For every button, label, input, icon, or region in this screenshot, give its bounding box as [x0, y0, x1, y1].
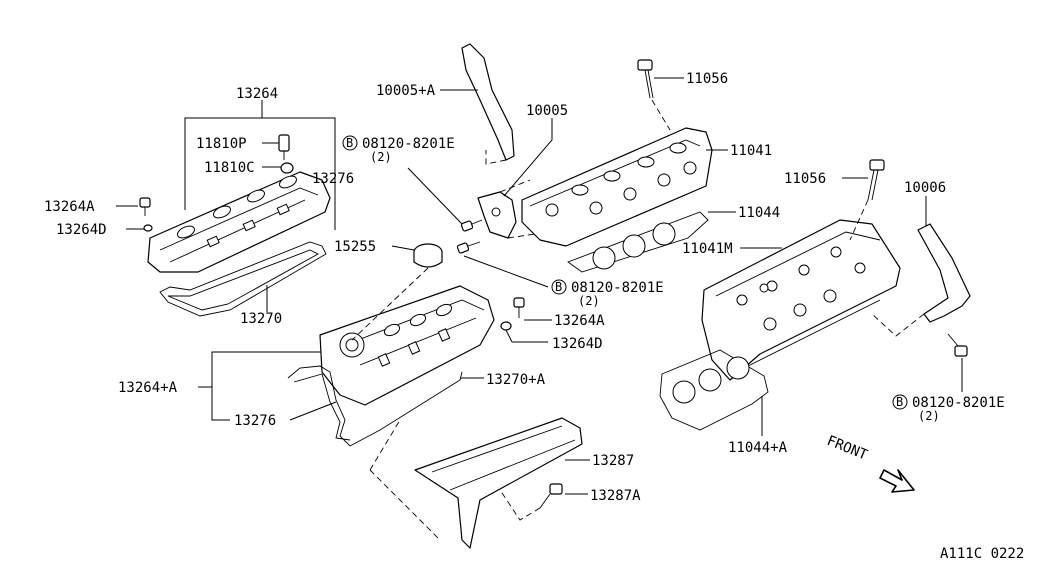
leader-08120-1: [407, 167, 463, 225]
label-13270a: 13270+A: [486, 372, 546, 388]
label-13264a-left: 13264A: [44, 199, 95, 215]
front-arrow-icon: [879, 469, 915, 493]
gasket-13270: [159, 241, 327, 317]
label-13270: 13270: [240, 311, 282, 327]
circled-b-icon: [551, 279, 567, 295]
label-13276-top: 13276: [312, 171, 354, 187]
dash-15255: [351, 267, 429, 341]
circled-b-icon: [342, 135, 358, 151]
cover-plate-13287: [414, 417, 583, 549]
leader-08120-2: [463, 255, 549, 288]
head-gasket-11044: [567, 211, 709, 273]
dash-13287a: [499, 489, 541, 521]
label-11056-top: 11056: [686, 71, 728, 87]
label-08120-3: 08120-8201E: [912, 395, 1005, 411]
label-15255: 15255: [334, 239, 376, 255]
bracket-13264: [184, 117, 336, 230]
dash-11056-right: [849, 199, 869, 241]
dash-10006: [871, 313, 925, 337]
head-bolt-11056-top: [637, 59, 654, 99]
dash-13287: [369, 419, 441, 541]
label-13264a-mid: 13264A: [554, 313, 605, 329]
label-11041m: 11041M: [682, 241, 733, 257]
label-13287a: 13287A: [590, 488, 641, 504]
cylinder-head-11041: [521, 127, 713, 247]
rocker-cover-left: [147, 171, 331, 273]
label-10006: 10006: [904, 180, 946, 196]
bolt-13264a-mid: [513, 297, 525, 318]
label-11810c: 11810C: [204, 160, 255, 176]
label-13276-bot: 13276: [234, 413, 276, 429]
diagram-code: A111C 0222: [940, 546, 1024, 562]
label-front: FRONT: [825, 433, 871, 464]
label-10005: 10005: [526, 103, 568, 119]
dash-11056-top: [651, 99, 671, 131]
bolt-marker-2: B: [555, 280, 562, 294]
cylinder-head-11041m: [701, 219, 901, 381]
bolt-08120-a: [456, 219, 483, 254]
label-11056-right: 11056: [784, 171, 826, 187]
washer-13264d-left: [143, 224, 153, 232]
label-13264d-left: 13264D: [56, 222, 107, 238]
label-11044: 11044: [738, 205, 780, 221]
label-08120-1: 08120-8201E: [362, 136, 455, 152]
oil-filler-cap-15255: [413, 243, 443, 268]
dash-10005a: [485, 150, 507, 165]
pcv-valve-11810p: [278, 134, 290, 160]
bracket-10006: [917, 223, 971, 323]
label-13287: 13287: [592, 453, 634, 469]
gasket-13270a: [287, 365, 463, 447]
label-10005a: 10005+A: [376, 83, 436, 99]
grommet-11810c: [280, 162, 294, 174]
leader-10005: [503, 118, 553, 197]
leader-15255: [391, 245, 415, 251]
circled-b-icon: [892, 394, 908, 410]
label-13264: 13264: [236, 86, 278, 102]
bolt-marker-3: B: [896, 395, 903, 409]
bolt-08120-right: [947, 333, 968, 357]
bolt-13287a: [539, 483, 563, 509]
label-08120-2: 08120-8201E: [571, 280, 664, 296]
label-11041: 11041: [730, 143, 772, 159]
bracket-10005: [477, 191, 517, 239]
label-13264d-mid: 13264D: [552, 336, 603, 352]
label-08120-3-qty: (2): [918, 409, 940, 423]
rocker-cover-right: [319, 285, 495, 406]
leader-13264d-mid-b: [505, 329, 513, 343]
label-08120-1-qty: (2): [370, 150, 392, 164]
label-08120-2-qty: (2): [578, 294, 600, 308]
bolt-13264a-left: [139, 197, 151, 216]
leader-13276-bot: [289, 401, 337, 421]
head-bolt-11056-right: [867, 159, 885, 201]
label-13264a-plus: 13264+A: [118, 380, 178, 396]
label-11044a: 11044+A: [728, 440, 788, 456]
label-11810p: 11810P: [196, 136, 247, 152]
washer-13264d-mid: [500, 321, 512, 331]
bracket-13264a-plus: [211, 351, 340, 421]
bolt-marker-1: B: [346, 136, 353, 150]
head-gasket-11044a: [659, 349, 769, 431]
bracket-10005a: [461, 43, 515, 161]
